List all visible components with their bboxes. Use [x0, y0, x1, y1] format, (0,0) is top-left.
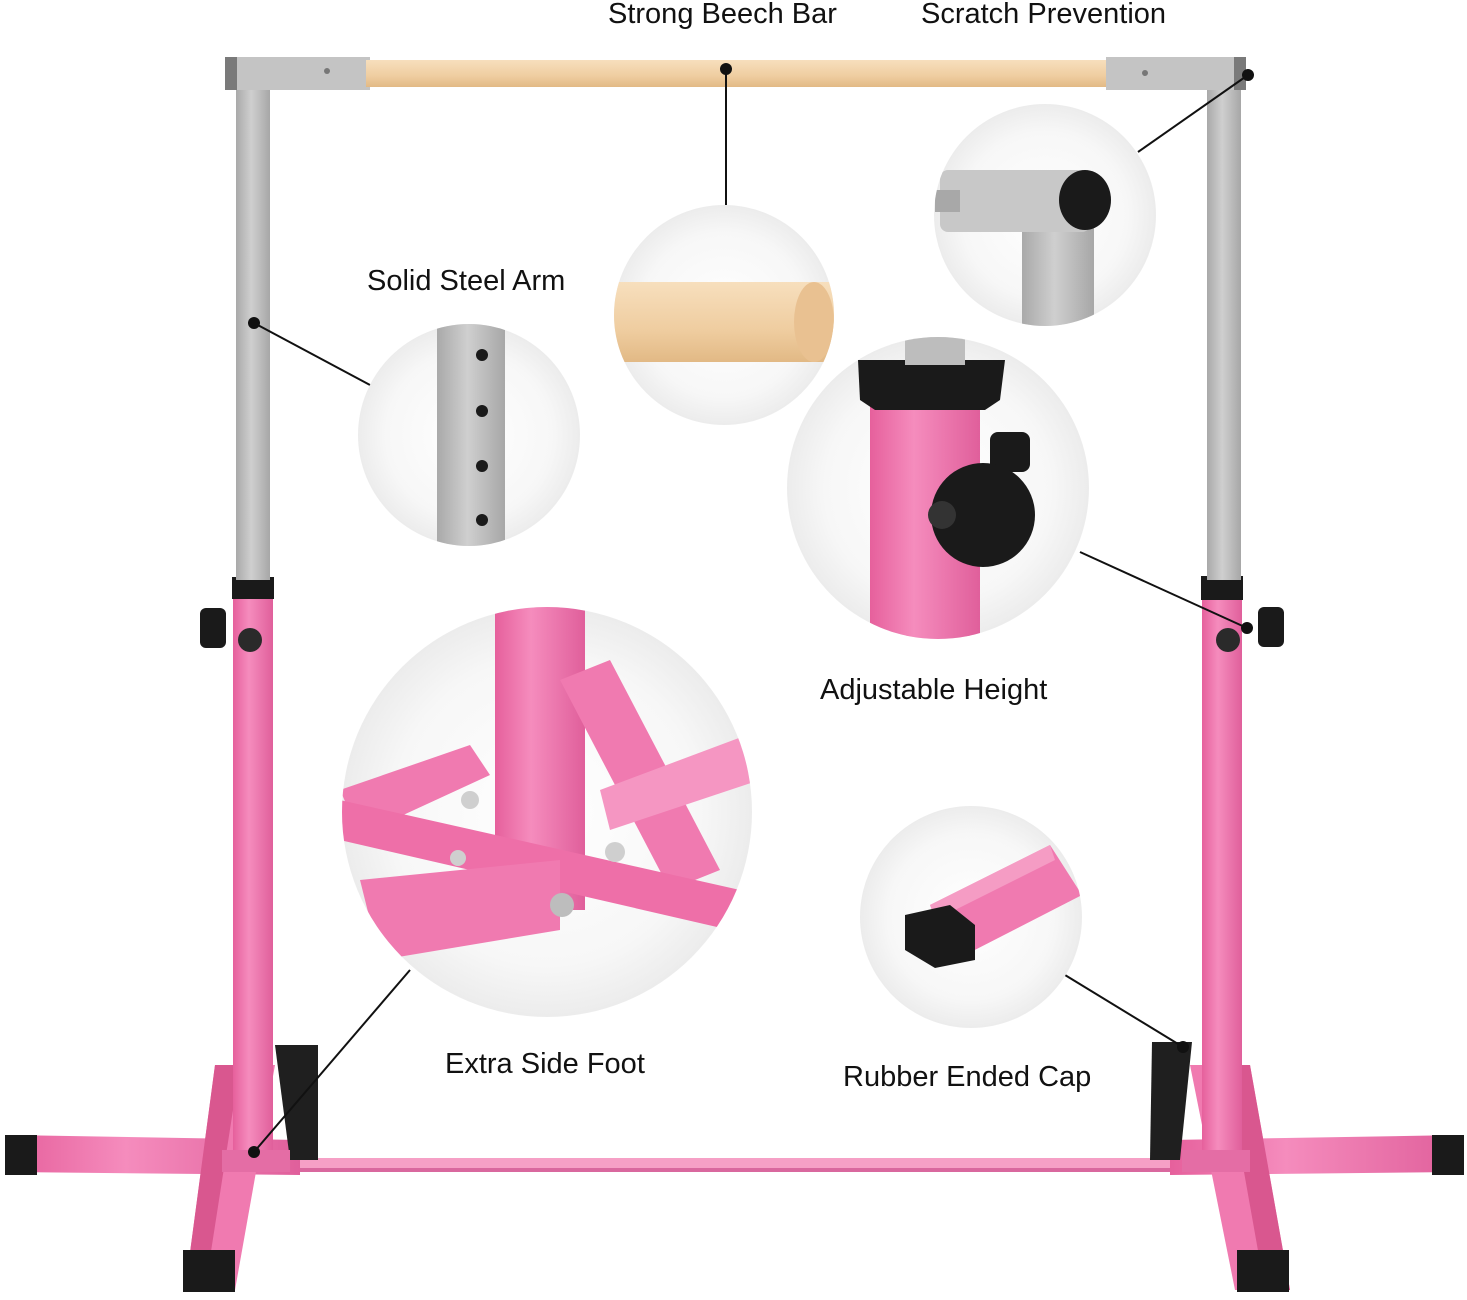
left-knob — [200, 608, 226, 648]
right-foot-cap-front — [1237, 1250, 1289, 1292]
left-collar — [232, 577, 274, 599]
left-pink-upright — [233, 595, 273, 1155]
right-knob — [1258, 607, 1284, 647]
top-right-gray-sleeve — [1106, 57, 1246, 90]
label-solid-steel-arm: Solid Steel Arm — [367, 265, 566, 297]
right-foot-cap-right — [1432, 1135, 1464, 1175]
leader-lines — [253, 69, 1249, 1153]
callout-beech-bar — [614, 205, 834, 425]
label-scratch-prevention: Scratch Prevention — [921, 0, 1167, 30]
left-foot-cap-front — [183, 1250, 235, 1292]
left-foot-cap-left — [5, 1135, 37, 1175]
label-strong-beech-bar: Strong Beech Bar — [608, 0, 837, 30]
callout-rubber-cap — [860, 806, 1082, 1028]
label-rubber-ended-cap: Rubber Ended Cap — [843, 1061, 1092, 1093]
callout-scratch-prevention — [934, 104, 1156, 326]
callout-extra-side-foot — [342, 607, 752, 1017]
right-pink-upright — [1202, 598, 1242, 1158]
right-rear-cap — [1150, 1042, 1192, 1160]
left-gray-arm — [236, 80, 270, 580]
callout-steel-arm — [358, 324, 580, 546]
right-gray-arm — [1207, 85, 1241, 580]
top-left-gray-sleeve — [225, 57, 370, 90]
callout-adjustable-height — [787, 337, 1089, 639]
leader-dots — [248, 63, 1254, 1158]
beech-wood-bar — [366, 60, 1111, 87]
label-extra-side-foot: Extra Side Foot — [445, 1048, 645, 1080]
label-adjustable-height: Adjustable Height — [820, 674, 1048, 706]
